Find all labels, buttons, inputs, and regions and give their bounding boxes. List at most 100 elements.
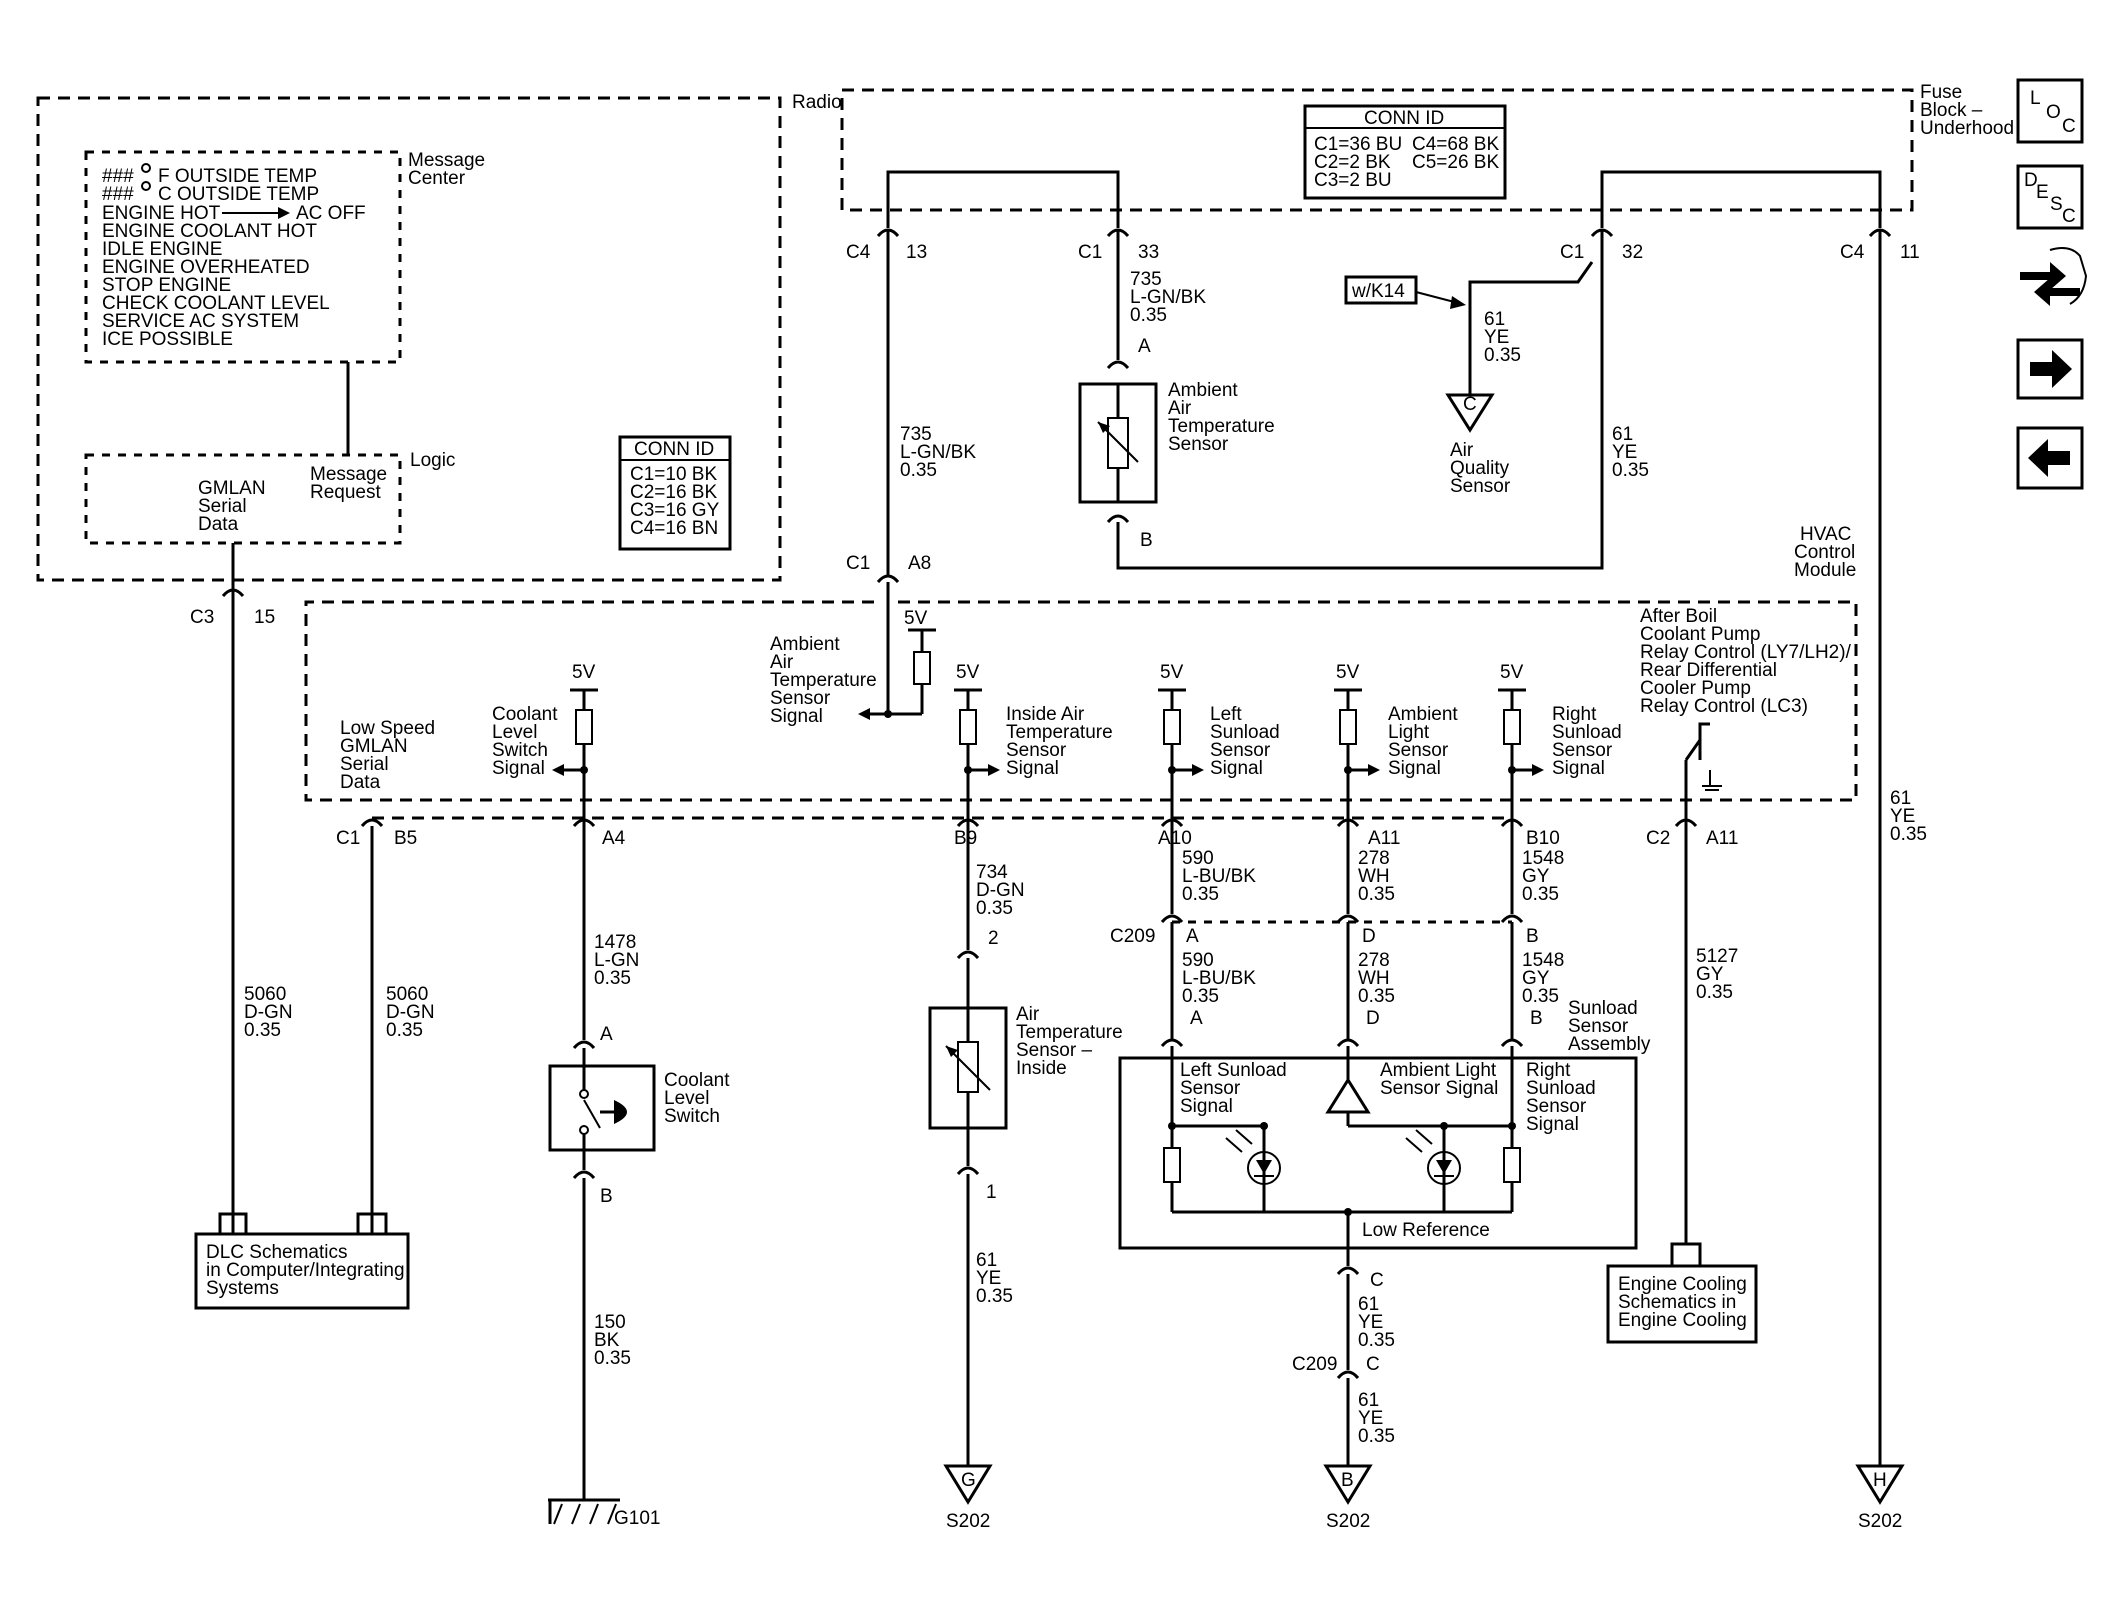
coolant-level-switch: Coolant Level Switch	[548, 1048, 730, 1170]
svg-text:C1: C1	[846, 553, 870, 574]
svg-text:1: 1	[986, 1182, 997, 1203]
svg-text:STOP ENGINE: STOP ENGINE	[102, 275, 231, 296]
svg-text:C: C	[1463, 394, 1477, 415]
svg-text:A: A	[1186, 926, 1199, 947]
svg-text:0.35: 0.35	[1612, 460, 1649, 481]
svg-text:GY: GY	[1696, 964, 1724, 985]
c209-connector-upper: C209 A D B	[1110, 914, 1539, 947]
svg-text:Engine Cooling: Engine Cooling	[1618, 1274, 1747, 1295]
loc-button[interactable]: L O C	[2016, 78, 2084, 144]
svg-text:A: A	[1190, 1008, 1203, 1029]
svg-text:L-GN/BK: L-GN/BK	[1130, 287, 1206, 308]
svg-text:Coolant: Coolant	[664, 1070, 730, 1091]
svg-text:A: A	[600, 1024, 613, 1045]
left-sunload-channel: 5V Left Sunload Sensor Signal A10 590 L-…	[1158, 662, 1280, 914]
svg-text:278: 278	[1358, 848, 1390, 869]
svg-text:Data: Data	[340, 772, 381, 793]
svg-text:Ambient: Ambient	[1168, 380, 1238, 401]
ambient-air-temperature-sensor: Ambient Air Temperature Sensor	[1078, 380, 1275, 504]
svg-text:A8: A8	[908, 553, 931, 574]
message-center-list: ### F OUTSIDE TEMP ### C OUTSIDE TEMP EN…	[102, 163, 366, 350]
svg-text:590: 590	[1182, 950, 1214, 971]
svg-text:C4=16 BN: C4=16 BN	[630, 518, 718, 539]
svg-text:0.35: 0.35	[976, 898, 1013, 919]
svg-text:0.35: 0.35	[1358, 884, 1395, 905]
svg-text:150: 150	[594, 1312, 626, 1333]
svg-text:Assembly: Assembly	[1568, 1034, 1651, 1055]
svg-text:0.35: 0.35	[1358, 1330, 1395, 1351]
air-quality-sensor: C Air Quality Sensor	[1445, 393, 1511, 497]
svg-text:0.35: 0.35	[594, 968, 631, 989]
svg-text:Engine Cooling: Engine Cooling	[1618, 1310, 1747, 1331]
svg-text:Serial: Serial	[340, 754, 389, 775]
svg-text:590: 590	[1182, 848, 1214, 869]
svg-text:DLC Schematics: DLC Schematics	[206, 1242, 348, 1263]
svg-text:1478: 1478	[594, 932, 636, 953]
previous-page-button[interactable]	[2016, 426, 2084, 490]
svg-text:15: 15	[254, 607, 275, 628]
svg-text:CONN ID: CONN ID	[634, 439, 714, 460]
svg-text:YE: YE	[1890, 806, 1915, 827]
svg-text:L-GN/BK: L-GN/BK	[900, 442, 976, 463]
svg-text:C2: C2	[1646, 828, 1670, 849]
svg-text:Level: Level	[664, 1088, 709, 1109]
svg-text:Sensor: Sensor	[1552, 740, 1613, 761]
svg-text:Sensor: Sensor	[1388, 740, 1449, 761]
svg-text:61: 61	[1612, 424, 1633, 445]
svg-text:0.35: 0.35	[386, 1020, 423, 1041]
svg-text:CONN ID: CONN ID	[1364, 108, 1444, 129]
svg-text:Coolant Pump: Coolant Pump	[1640, 624, 1760, 645]
dlc-schematics-link[interactable]: DLC Schematics in Computer/Integrating S…	[194, 1212, 410, 1310]
svg-text:A: A	[1138, 336, 1151, 357]
connector-view-icon[interactable]	[2020, 247, 2088, 306]
svg-text:5060: 5060	[244, 984, 286, 1005]
svg-text:Sensor: Sensor	[1568, 1016, 1629, 1037]
svg-text:13: 13	[906, 242, 927, 263]
svg-text:B10: B10	[1526, 828, 1560, 849]
svg-text:GY: GY	[1522, 866, 1550, 887]
svg-text:Signal: Signal	[1552, 758, 1605, 779]
svg-text:O: O	[2046, 102, 2061, 123]
svg-text:C OUTSIDE TEMP: C OUTSIDE TEMP	[158, 184, 319, 205]
svg-text:Block –: Block –	[1920, 100, 1983, 121]
svg-text:C2=2 BK: C2=2 BK	[1314, 152, 1391, 173]
svg-text:C: C	[1370, 1270, 1384, 1291]
svg-text:Module: Module	[1794, 560, 1856, 581]
arrow-right-icon	[2030, 350, 2072, 388]
radio-label: Radio	[792, 92, 842, 113]
svg-text:Light: Light	[1388, 722, 1430, 743]
conn-id-radio: CONN ID C1=10 BK C2=16 BK C3=16 GY C4=16…	[618, 435, 732, 551]
svg-text:YE: YE	[1612, 442, 1637, 463]
svg-text:HVAC: HVAC	[1800, 524, 1851, 545]
engine-cooling-schematics-link[interactable]: Engine Cooling Schematics in Engine Cool…	[1606, 1242, 1758, 1344]
svg-text:0.35: 0.35	[1522, 986, 1559, 1007]
svg-text:ICE POSSIBLE: ICE POSSIBLE	[102, 329, 233, 350]
next-page-button[interactable]	[2016, 338, 2084, 400]
svg-text:B: B	[1341, 1470, 1354, 1491]
logic-box	[84, 453, 402, 545]
svg-text:734: 734	[976, 862, 1008, 883]
svg-text:Relay Control (LC3): Relay Control (LC3)	[1640, 696, 1808, 717]
svg-text:H: H	[1873, 1470, 1887, 1491]
svg-text:C209: C209	[1110, 926, 1155, 947]
air-temperature-sensor-inside: Air Temperature Sensor – Inside	[928, 958, 1123, 1130]
svg-text:B: B	[600, 1186, 613, 1207]
svg-text:D: D	[2024, 170, 2038, 191]
svg-text:Coolant: Coolant	[492, 704, 558, 725]
svg-text:Ambient: Ambient	[770, 634, 840, 655]
svg-text:Air: Air	[1450, 440, 1474, 461]
svg-text:5V: 5V	[904, 608, 928, 629]
svg-text:0.35: 0.35	[1484, 345, 1521, 366]
wk14-callout: w/K14	[1344, 275, 1466, 309]
svg-text:61: 61	[1890, 788, 1911, 809]
svg-text:Ambient: Ambient	[1388, 704, 1458, 725]
svg-text:S202: S202	[946, 1511, 990, 1532]
svg-text:Temperature: Temperature	[1006, 722, 1113, 743]
svg-text:0.35: 0.35	[244, 1020, 281, 1041]
svg-text:G101: G101	[614, 1508, 660, 1529]
svg-text:Sensor: Sensor	[1526, 1096, 1587, 1117]
desc-button[interactable]: D E S C	[2016, 164, 2084, 230]
svg-text:Signal: Signal	[1006, 758, 1059, 779]
svg-text:Left: Left	[1210, 704, 1242, 725]
